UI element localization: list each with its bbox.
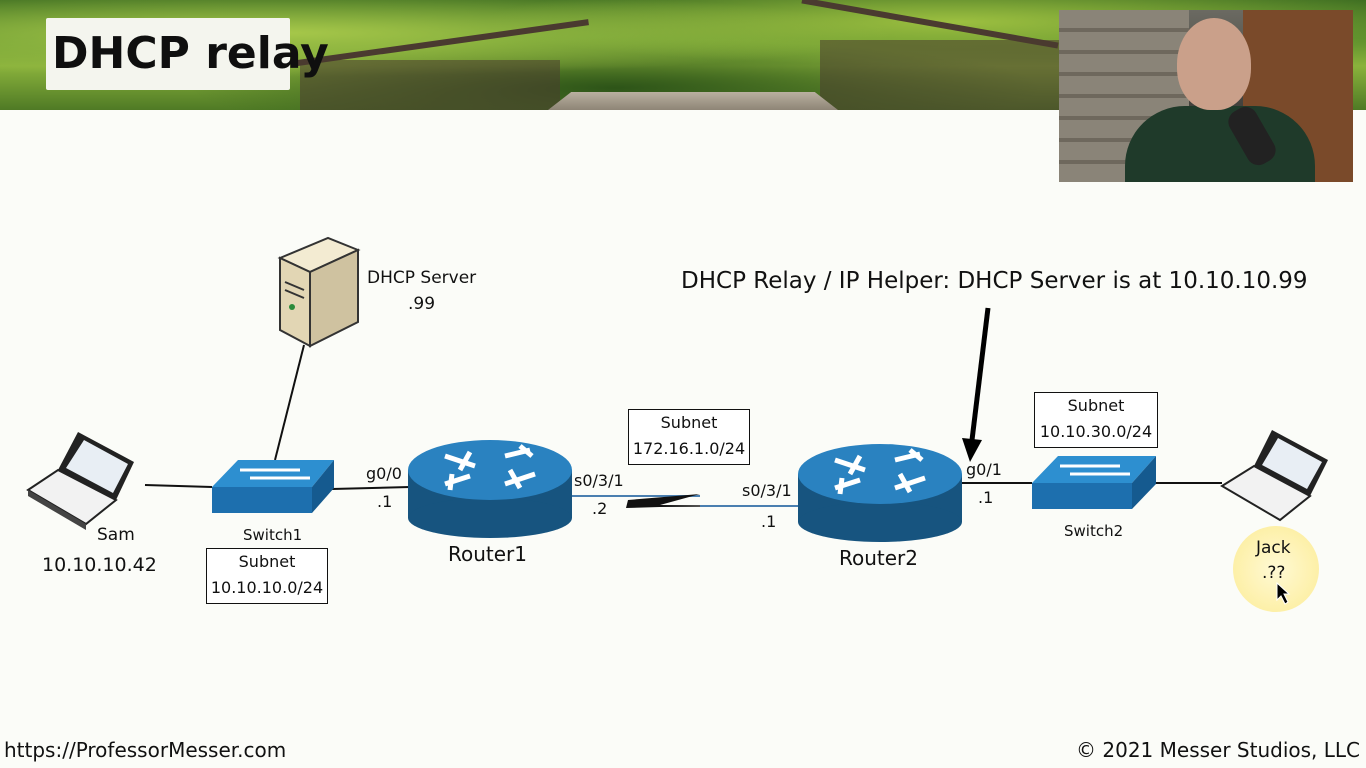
bridge-fence-right bbox=[820, 40, 1060, 110]
router1-s-addr: .2 bbox=[592, 499, 608, 518]
annotation-text: DHCP Relay / IP Helper: DHCP Server is a… bbox=[681, 268, 1308, 294]
wan-subnet-value: 172.16.1.0/24 bbox=[632, 439, 746, 458]
footer-copyright: © 2021 Messer Studios, LLC bbox=[1076, 738, 1360, 762]
switch1-subnet-title: Subnet bbox=[238, 552, 296, 571]
switch1-icon bbox=[212, 460, 334, 513]
presenter-body bbox=[1125, 106, 1315, 182]
bridge-deck bbox=[548, 92, 838, 110]
switch1-name-label: Switch1 bbox=[243, 526, 303, 544]
switch2-subnet-box: Subnet 10.10.30.0/24 bbox=[1034, 392, 1158, 448]
switch2-icon bbox=[1032, 456, 1156, 509]
bridge-fence-left bbox=[300, 60, 560, 110]
footer-url[interactable]: https://ProfessorMesser.com bbox=[4, 738, 287, 762]
router2-name-label: Router2 bbox=[839, 546, 919, 570]
laptop-jack-icon bbox=[1220, 430, 1328, 522]
annotation-arrow bbox=[962, 307, 991, 462]
router1-g-addr: .1 bbox=[377, 492, 393, 511]
switch2-name-label: Switch2 bbox=[1064, 522, 1124, 540]
switch2-subnet-value: 10.10.30.0/24 bbox=[1039, 422, 1153, 441]
router1-g-iface: g0/0 bbox=[366, 464, 402, 483]
router1-name-label: Router1 bbox=[448, 542, 528, 566]
router2-s-iface: s0/3/1 bbox=[742, 481, 792, 500]
switch2-subnet-title: Subnet bbox=[1067, 396, 1125, 415]
wan-subnet-title: Subnet bbox=[660, 413, 718, 432]
link-server-switch1 bbox=[274, 344, 305, 461]
router2-g-iface: g0/1 bbox=[966, 460, 1002, 479]
dhcp-server-icon bbox=[277, 236, 361, 348]
router2-g-addr: .1 bbox=[978, 488, 994, 507]
router2-s-addr: .1 bbox=[761, 512, 777, 531]
link-switch1-router1 bbox=[331, 486, 411, 490]
wan-subnet-box: Subnet 172.16.1.0/24 bbox=[628, 409, 750, 465]
jack-name-label: Jack bbox=[1256, 538, 1291, 558]
router2-icon bbox=[798, 444, 962, 542]
router1-icon bbox=[408, 440, 572, 538]
slide-title: DHCP relay bbox=[52, 28, 329, 79]
presenter-head bbox=[1177, 18, 1251, 110]
jack-ip-label: .?? bbox=[1262, 563, 1286, 583]
switch1-subnet-box: Subnet 10.10.10.0/24 bbox=[206, 548, 328, 604]
laptop-sam-icon bbox=[26, 432, 134, 530]
sam-name-label: Sam bbox=[97, 525, 135, 545]
sam-ip-label: 10.10.10.42 bbox=[42, 554, 157, 576]
router1-s-iface: s0/3/1 bbox=[574, 471, 624, 490]
serial-lightning bbox=[626, 494, 800, 508]
server-name-label: DHCP Server bbox=[367, 268, 477, 288]
title-box bbox=[46, 18, 290, 90]
switch1-subnet-value: 10.10.10.0/24 bbox=[210, 578, 324, 597]
presenter-webcam bbox=[1059, 10, 1353, 182]
server-address-label: .99 bbox=[408, 294, 436, 314]
link-sam-switch1 bbox=[144, 484, 213, 488]
cursor-highlight bbox=[1233, 526, 1319, 612]
